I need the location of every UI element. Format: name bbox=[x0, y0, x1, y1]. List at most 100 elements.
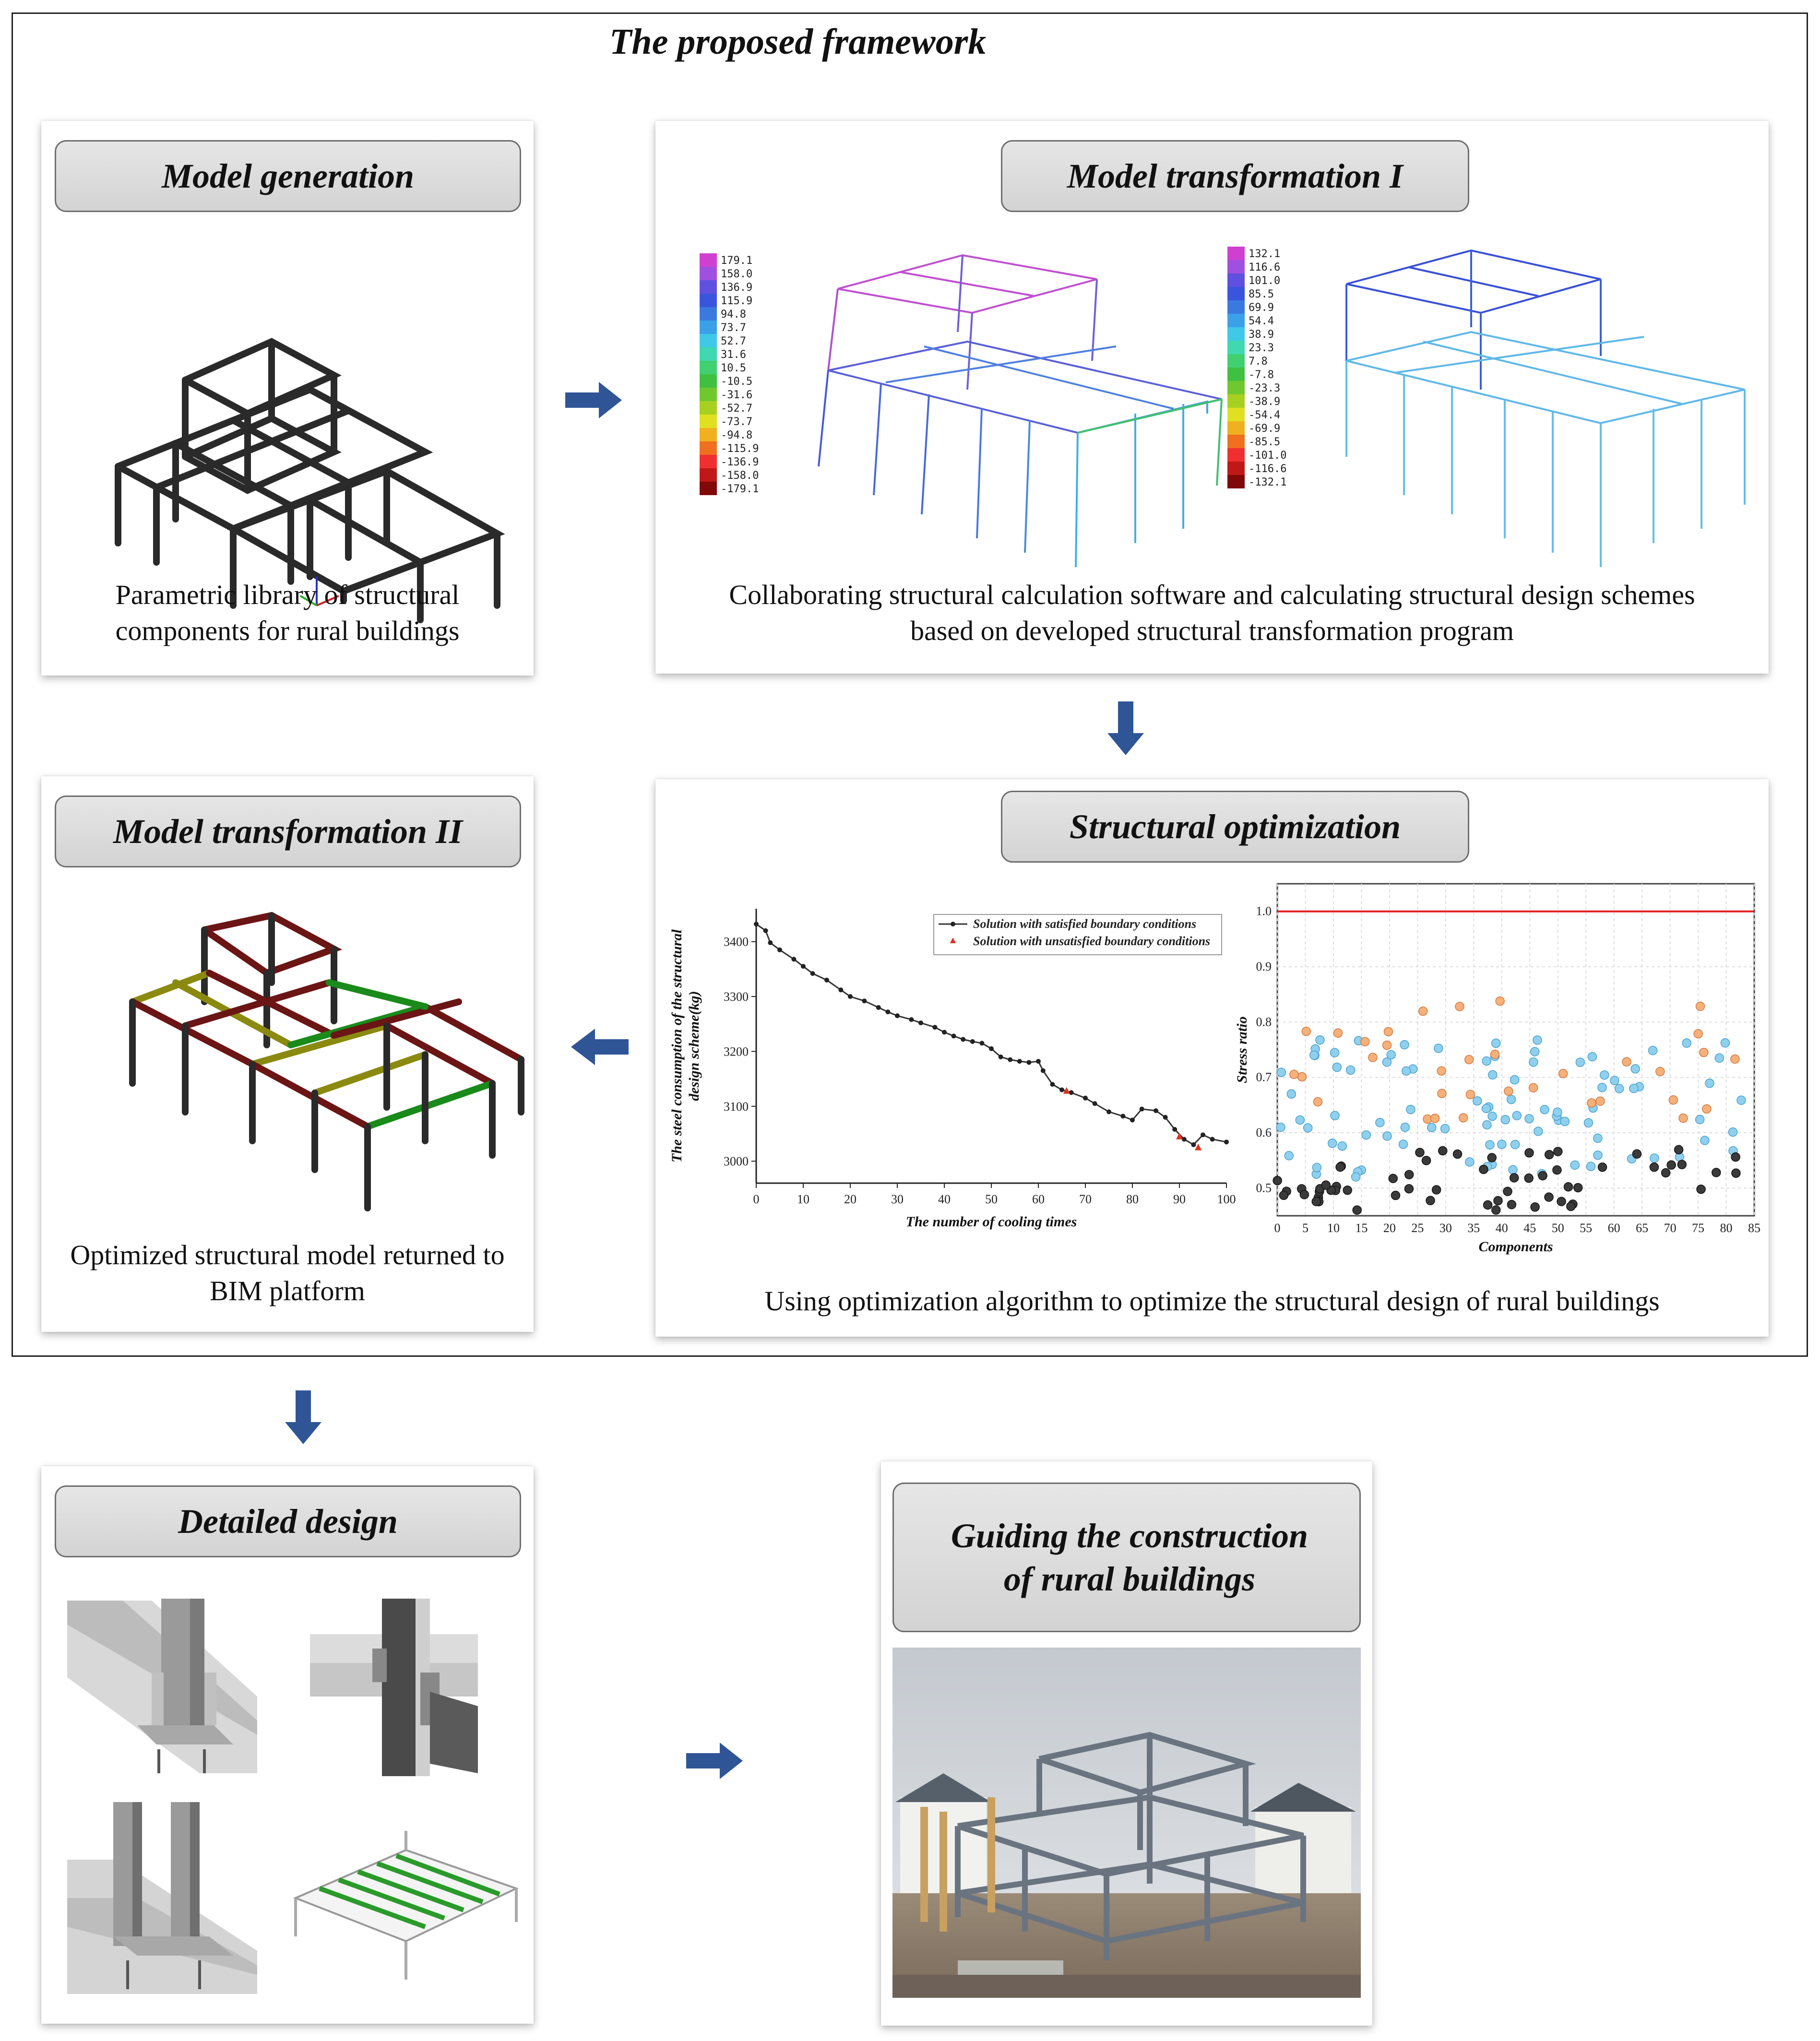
scatter-point bbox=[1544, 1150, 1554, 1160]
point-satisfied bbox=[932, 1025, 938, 1030]
point-satisfied bbox=[862, 998, 867, 1004]
legend-value: 69.9 bbox=[1249, 302, 1274, 314]
point-satisfied bbox=[1154, 1108, 1158, 1113]
x-tick-label: 50 bbox=[985, 1192, 998, 1206]
scatter-point bbox=[1533, 1035, 1542, 1045]
point-satisfied bbox=[895, 1013, 900, 1019]
legend-marker-satisfied bbox=[951, 922, 955, 926]
x-tick-label: 35 bbox=[1467, 1221, 1480, 1235]
y-tick-label: 0.6 bbox=[1256, 1126, 1272, 1139]
x-tick-label: 10 bbox=[797, 1192, 809, 1206]
scatter-point bbox=[1398, 1139, 1408, 1149]
legend-value: -136.9 bbox=[721, 456, 759, 468]
scatter-point bbox=[1629, 1083, 1639, 1093]
point-satisfied bbox=[1083, 1095, 1088, 1101]
scatter-point bbox=[1524, 1173, 1534, 1183]
series-line-satisfied bbox=[756, 923, 1227, 1146]
legend-value: -132.1 bbox=[1249, 476, 1286, 488]
point-satisfied bbox=[1017, 1059, 1022, 1064]
scatter-point bbox=[1503, 1187, 1512, 1197]
panel-caption: Collaborating structural calculation sof… bbox=[655, 577, 1769, 649]
scatter-point bbox=[1731, 1168, 1741, 1178]
scatter-point bbox=[1702, 1104, 1712, 1114]
point-unsatisfied bbox=[1063, 1087, 1070, 1094]
legend-value: 54.4 bbox=[1249, 315, 1274, 327]
stress-contour-left: 179.1158.0136.9115.994.873.752.731.610.5… bbox=[700, 247, 1746, 568]
detail-column-base bbox=[67, 1599, 257, 1773]
scatter-point bbox=[1276, 1122, 1285, 1132]
scatter-point bbox=[1273, 1175, 1282, 1186]
scatter-point bbox=[1510, 1139, 1520, 1150]
scatter-point bbox=[1711, 1168, 1721, 1177]
scatter-point bbox=[1284, 1151, 1294, 1161]
panel-header: Model transformation I bbox=[1001, 140, 1469, 212]
point-satisfied bbox=[1120, 1114, 1126, 1119]
scatter-point bbox=[1728, 1127, 1738, 1137]
scatter-point bbox=[1648, 1045, 1658, 1056]
y-tick-label: 0.9 bbox=[1256, 960, 1272, 973]
scatter-point bbox=[1509, 1173, 1519, 1183]
point-satisfied bbox=[1008, 1057, 1013, 1062]
panel-header: Model generation bbox=[55, 140, 521, 212]
legend-value: -85.5 bbox=[1249, 436, 1280, 448]
header-line: of rural buildings bbox=[1003, 1560, 1256, 1598]
point-satisfied bbox=[810, 971, 815, 976]
scatter-point bbox=[1487, 1070, 1498, 1080]
x-axis-label: The number of cooling times bbox=[906, 1214, 1077, 1230]
scatter-point bbox=[1583, 1118, 1594, 1128]
point-satisfied bbox=[1069, 1090, 1074, 1095]
x-tick-label: 65 bbox=[1636, 1221, 1648, 1235]
scatter-point bbox=[1610, 1076, 1619, 1085]
scatter-point bbox=[1553, 1147, 1563, 1156]
point-satisfied bbox=[918, 1020, 923, 1025]
y-tick-label: 0.8 bbox=[1256, 1015, 1272, 1029]
caption-line: Parametric library of structural bbox=[115, 579, 460, 610]
scatter-point bbox=[1524, 1148, 1534, 1158]
scatter-point bbox=[1335, 1162, 1345, 1172]
panel-header: Guiding the construction of rural buildi… bbox=[892, 1483, 1361, 1632]
scatter-point bbox=[1437, 1089, 1447, 1098]
scatter-point bbox=[1315, 1035, 1325, 1045]
scatter-point bbox=[1557, 1197, 1566, 1207]
legend-value: 158.0 bbox=[721, 268, 752, 280]
scatter-point bbox=[1630, 1064, 1640, 1074]
scatter-point bbox=[1573, 1183, 1583, 1193]
caption-line: Collaborating structural calculation sof… bbox=[729, 579, 1695, 610]
scatter-point bbox=[1495, 996, 1505, 1006]
scatter-point bbox=[1493, 1196, 1503, 1206]
scatter-point bbox=[1360, 1037, 1370, 1046]
x-tick-label: 60 bbox=[1608, 1221, 1620, 1235]
point-unsatisfied bbox=[1195, 1143, 1202, 1151]
legend-value: -73.7 bbox=[721, 416, 752, 428]
optimized-frame-model-3d bbox=[129, 912, 524, 1211]
legend-value: 23.3 bbox=[1249, 342, 1274, 354]
scatter-point bbox=[1512, 1111, 1522, 1120]
scatter-point bbox=[1289, 1069, 1299, 1079]
scatter-point bbox=[1553, 1107, 1562, 1117]
panel-caption: Using optimization algorithm to optimize… bbox=[764, 1285, 1660, 1317]
scatter-point bbox=[1730, 1054, 1740, 1064]
scatter-point bbox=[1421, 1156, 1431, 1165]
scatter-point bbox=[1737, 1095, 1746, 1105]
arrow-right-icon bbox=[565, 382, 622, 418]
x-tick-label: 25 bbox=[1411, 1221, 1424, 1235]
scatter-point bbox=[1458, 1113, 1468, 1123]
x-tick-label: 30 bbox=[1439, 1221, 1452, 1235]
panel-model-generation: Model generation bbox=[41, 121, 534, 676]
scatter-point bbox=[1575, 1057, 1585, 1067]
y-tick-label: 3300 bbox=[724, 990, 749, 1004]
panel-header: Structural optimization bbox=[1001, 791, 1469, 863]
scatter-point bbox=[1276, 1068, 1286, 1077]
scatter-point bbox=[1481, 1104, 1491, 1114]
scatter-point bbox=[1595, 1096, 1605, 1106]
point-satisfied bbox=[1191, 1142, 1196, 1147]
legend-value: 7.8 bbox=[1249, 356, 1268, 368]
y-tick-label: 0.7 bbox=[1256, 1070, 1272, 1084]
scatter-point bbox=[1382, 1131, 1392, 1141]
detail-floor-system bbox=[293, 1831, 519, 1980]
x-tick-label: 50 bbox=[1552, 1221, 1564, 1235]
x-tick-label: 90 bbox=[1173, 1192, 1186, 1206]
scatter-point bbox=[1674, 1145, 1684, 1155]
scatter-point bbox=[1491, 1038, 1501, 1048]
scatter-point bbox=[1524, 1114, 1534, 1124]
